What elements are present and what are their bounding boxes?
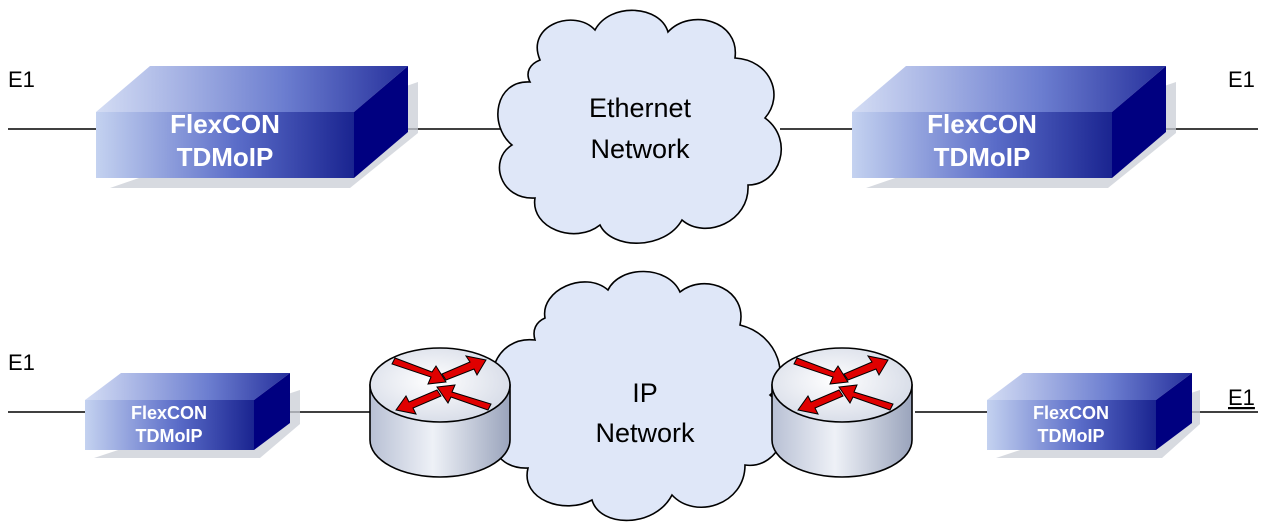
top-row: E1 E1 FlexCON TDMoIP FlexCON TDMoIP Ethe… (8, 9, 1258, 244)
ip-cloud: IP Network (489, 270, 786, 522)
device-front-face (987, 400, 1156, 450)
router-top (369, 347, 511, 423)
e1-label: E1 (1228, 67, 1255, 92)
cloud-label-line1: IP (632, 378, 658, 408)
device-name: FlexCON (927, 109, 1037, 139)
device-protocol: TDMoIP (1038, 426, 1105, 446)
flexcon-device: FlexCON TDMoIP (96, 66, 418, 188)
device-side-face (254, 373, 290, 450)
e1-label: E1 (8, 350, 35, 375)
device-top-face (852, 66, 1166, 112)
ethernet-cloud: Ethernet Network (497, 9, 783, 244)
device-protocol: TDMoIP (136, 426, 203, 446)
e1-label: E1 (1228, 385, 1255, 410)
device-front-face (85, 400, 254, 450)
device-protocol: TDMoIP (934, 142, 1031, 172)
flexcon-device: FlexCON TDMoIP (852, 66, 1176, 188)
cloud-shape (497, 9, 783, 244)
device-name: FlexCON (1033, 403, 1109, 423)
flexcon-device: FlexCON TDMoIP (85, 373, 300, 458)
router (369, 347, 511, 478)
device-top-face (96, 66, 408, 112)
cloud-label-line2: Network (595, 418, 695, 448)
device-top-face (987, 373, 1192, 400)
router (771, 347, 913, 478)
device-name: FlexCON (131, 403, 207, 423)
device-top-face (85, 373, 290, 400)
e1-label: E1 (8, 67, 35, 92)
device-name: FlexCON (170, 109, 280, 139)
cloud-label-line1: Ethernet (589, 93, 692, 123)
cloud-label-line2: Network (590, 134, 690, 164)
router-top (771, 347, 913, 423)
router-arrows-icon (391, 355, 492, 415)
device-side-face (354, 66, 408, 178)
device-side-face (1112, 66, 1166, 178)
device-front-face (96, 112, 354, 178)
flexcon-device: FlexCON TDMoIP (987, 373, 1200, 458)
bottom-row: E1 E1 FlexCON TDMoIP FlexCON TDMoIP IP N… (8, 270, 1258, 522)
router-arrows-icon (793, 355, 894, 415)
device-side-face (1156, 373, 1192, 450)
device-protocol: TDMoIP (177, 142, 274, 172)
device-front-face (852, 112, 1112, 178)
